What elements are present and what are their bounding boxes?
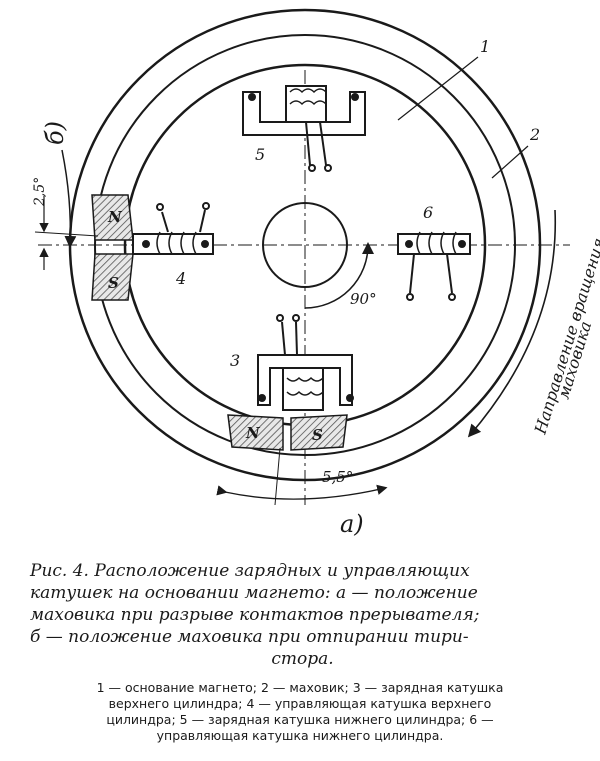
coil-3-charging-upper-cylinder [257,314,354,411]
leader-line-1 [397,56,479,121]
angle-5-5-label: 5,5° [322,468,353,486]
leader-line-2 [491,145,529,179]
south-pole-label-left: S [108,274,119,292]
legend-line-2: верхнего цилиндра; 4 — управляющая катуш… [108,696,492,711]
coil-4-control-upper-cylinder [132,202,214,255]
caption-line-3: маховика при разрыве контактов прерывате… [30,605,480,625]
label-coil-5: 5 [255,145,265,164]
north-pole-label-bottom: N [245,424,261,442]
angle-5-5-line [274,447,281,506]
angle-5-5-arc [216,484,388,500]
caption-line-1: Рис. 4. Расположение зарядных и управляю… [30,561,470,581]
angle-2-5-line [34,231,99,237]
label-coil-4: 4 [175,269,186,288]
caption-line-2: катушек на основании магнето: а — положе… [30,583,478,603]
figure-caption: Рис. 4. Расположение зарядных и управляю… [30,560,575,670]
legend-line-3: цилиндра; 5 — зарядная катушка нижнего ц… [106,712,494,727]
legend-line-4: управляющая катушка нижнего цилиндра. [156,728,444,743]
magnet-pair-left: N S [91,194,134,301]
angle-2-5-label: 2,5° [32,177,48,207]
south-pole-label-bottom: S [312,426,323,444]
magnet-pair-bottom: N S [227,414,348,451]
position-b-arrow [61,149,77,248]
label-base-1: 1 [480,37,490,56]
label-flywheel-2: 2 [529,125,540,144]
figure-legend: 1 — основание магнето; 2 — маховик; 3 — … [12,680,588,744]
label-coil-3: 3 [230,351,240,370]
label-coil-6: 6 [423,203,433,222]
legend-line-1: 1 — основание магнето; 2 — маховик; 3 — … [96,680,504,695]
position-a-label: а) [340,510,364,538]
angle-90-arc [304,242,374,309]
coil-6-control-lower-cylinder [397,231,471,301]
rotation-direction-arrow [467,209,557,438]
caption-line-5: стора. [271,649,334,669]
coil-5-charging-lower-cylinder [242,85,366,172]
angle-90-label: 90° [350,290,377,308]
caption-line-4: б — положение маховика при отпирании тир… [30,627,469,647]
position-b-label: б) [41,121,69,145]
north-pole-label-left: N [107,208,123,226]
magneto-diagram: N S N S 5 3 4 [32,8,600,538]
